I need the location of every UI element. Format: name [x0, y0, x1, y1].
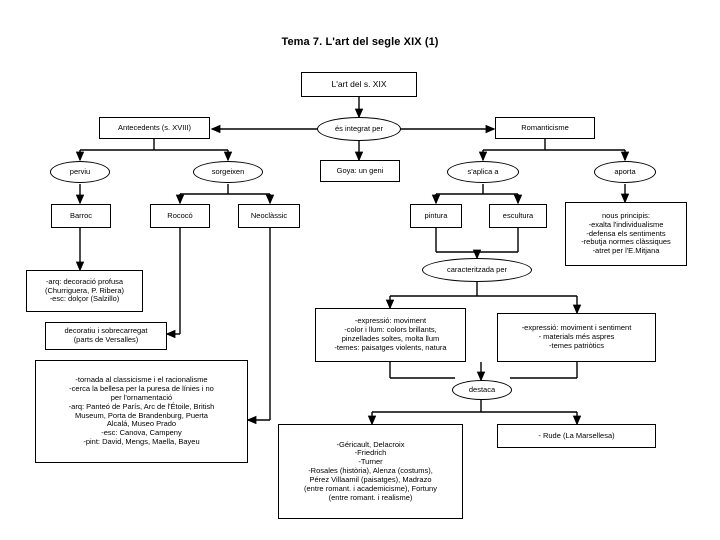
node-caracteritzada-per[interactable]: caracteritzada per [422, 258, 532, 282]
node-saplica-a[interactable]: s'aplica a [447, 161, 519, 183]
node-pintura[interactable]: pintura [410, 204, 462, 228]
node-rococo[interactable]: Rococó [150, 204, 210, 228]
node-sorgeixen[interactable]: sorgeixen [193, 161, 263, 183]
node-escultura-detall[interactable]: -expressió: moviment i sentiment - mater… [497, 313, 656, 362]
node-perviu[interactable]: perviu [50, 161, 110, 183]
node-pintura-detall[interactable]: -expressió: moviment -color i llum: colo… [315, 308, 466, 362]
node-pintors[interactable]: -Géricault, Delacroix -Friedrich -Turner… [278, 424, 463, 519]
node-neoclassic-detall[interactable]: -tornada al classicisme i el racionalism… [35, 360, 248, 463]
node-es-integrat-per[interactable]: és integrat per [317, 117, 401, 141]
node-aporta[interactable]: aporta [594, 161, 656, 183]
node-root[interactable]: L'art del s. XIX [301, 72, 417, 97]
node-escultors[interactable]: - Rude (La Marsellesa) [497, 424, 656, 448]
node-barroc[interactable]: Barroc [51, 204, 111, 228]
node-escultura[interactable]: escultura [489, 204, 547, 228]
page-title: Tema 7. L'art del segle XIX (1) [281, 36, 439, 48]
node-nous-principis[interactable]: nous principis: -exalta l'individualisme… [565, 202, 687, 266]
node-barroc-detall[interactable]: -arq: decoració profusa (Churriguera, P.… [26, 270, 143, 312]
node-destaca[interactable]: destaca [452, 380, 512, 400]
node-rococo-detall[interactable]: decoratiu i sobrecarregat (parts de Vers… [45, 322, 167, 350]
node-antecedents[interactable]: Antecedents (s. XVIII) [99, 117, 210, 139]
node-goya[interactable]: Goya: un geni [320, 160, 400, 182]
node-romanticisme[interactable]: Romanticisme [495, 117, 595, 139]
node-neoclassic[interactable]: Neoclàssic [238, 204, 300, 228]
